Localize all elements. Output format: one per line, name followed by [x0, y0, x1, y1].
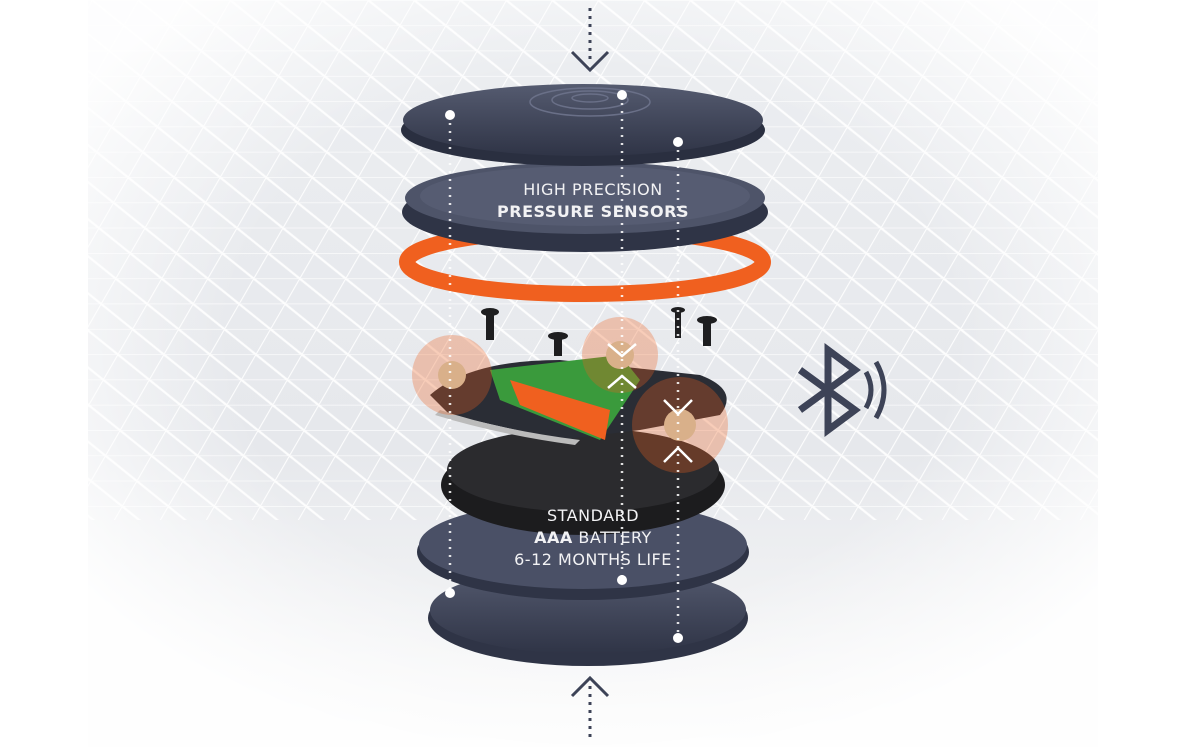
battery-label: STANDARD AAA BATTERY 6-12 MONTHS LIFE: [463, 505, 723, 571]
battery-word: BATTERY: [572, 528, 652, 547]
battery-label-line1: STANDARD: [546, 506, 640, 525]
sensor-points: [445, 90, 683, 643]
sensor-label-line1: HIGH PRECISION: [523, 180, 663, 199]
sensor-label: HIGH PRECISION PRESSURE SENSORS: [463, 179, 723, 223]
sensor-shell: [402, 162, 768, 252]
battery-label-line2: AAA BATTERY: [463, 527, 723, 549]
battery-type: AAA: [534, 528, 573, 547]
chassis: [441, 428, 725, 535]
circuit-board: [412, 317, 728, 473]
arrow-down-icon: [570, 8, 610, 73]
arrow-up-icon: [570, 675, 610, 742]
sensor-label-line2: PRESSURE SENSORS: [497, 202, 689, 221]
battery-label-line3: 6-12 MONTHS LIFE: [514, 550, 672, 569]
screws: [481, 307, 717, 356]
pressure-chevrons: [607, 343, 693, 463]
bluetooth-icon: [797, 343, 887, 437]
top-cap: [401, 84, 765, 166]
sensor-guide-lines: [448, 95, 680, 638]
